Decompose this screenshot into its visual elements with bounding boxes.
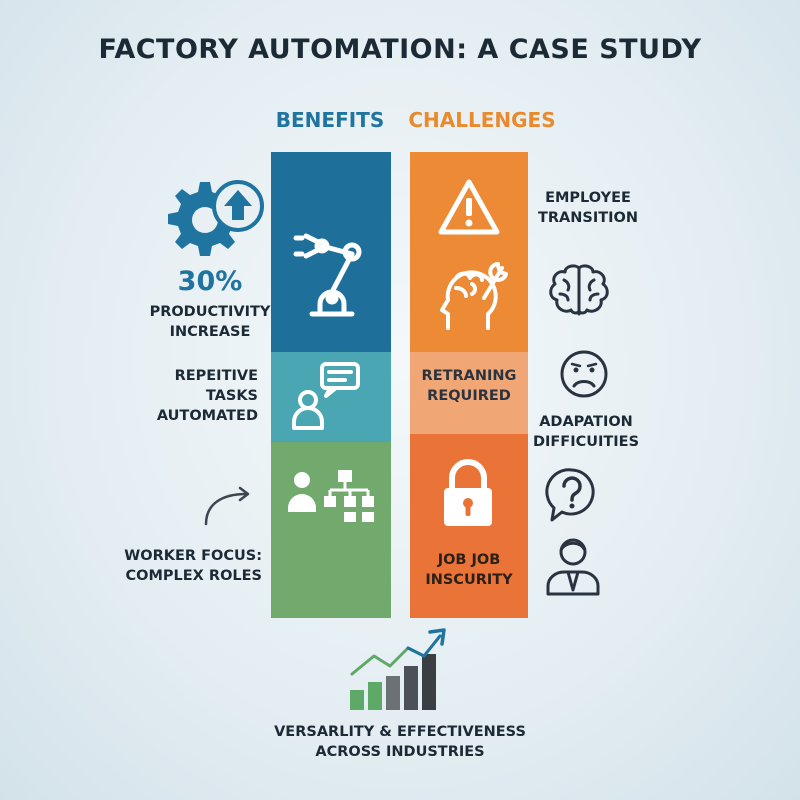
brain-icon [549,264,609,316]
footer-line-2: ACROSS INDUSTRIES [315,744,485,760]
retraining-line-1: RETRANING [421,368,517,384]
repetitive-label-line-2: TASKS [205,388,258,404]
question-bubble-icon [545,468,595,522]
challenges-heading: CHALLENGES [408,108,556,132]
brain-wrench-icon [440,262,508,330]
padlock-icon [444,459,492,526]
benefits-band-bottom [271,442,391,618]
job-insecurity-line-2: INSCURITY [425,572,513,588]
productivity-stat: 30% [177,266,243,297]
worker-focus-line-2: COMPLEX ROLES [125,568,262,584]
benefits-heading: BENEFITS [275,108,385,132]
curved-arrow-icon [204,486,250,526]
footer-line-1: VERSARLITY & EFFECTIVENESS [274,724,526,740]
person-tie-icon [546,538,600,596]
challenges-band-middle [410,352,528,434]
repetitive-label-line-1: REPEITIVE [174,368,258,384]
productivity-label-line-2: INCREASE [169,324,251,340]
robot-arm-icon [293,233,362,317]
productivity-label-line-1: PRODUCTIVITY [149,304,271,320]
employee-transition-line-1: EMPLOYEE [545,190,631,206]
user-org-chart-icon [288,470,374,522]
user-chat-icon [292,362,360,430]
benefits-band-top [271,152,391,352]
adaptation-line-2: DIFFICUITIES [532,434,640,450]
adaptation-line-1: ADAPATION [539,414,633,430]
repetitive-label-line-3: AUTOMATED [156,408,258,424]
page-title: FACTORY AUTOMATION: A CASE STUDY [98,34,702,65]
gear-arrow-up-icon [168,180,264,256]
sad-face-icon [560,350,608,398]
warning-triangle-icon [438,179,500,235]
employee-transition-line-2: TRANSITION [538,210,638,226]
growth-chart-icon [350,628,446,710]
worker-focus-line-1: WORKER FOCUS: [124,548,262,564]
job-insecurity-line-1: JOB JOB [437,552,501,568]
benefits-band-middle [271,352,391,442]
retraining-line-2: REQUIRED [427,388,511,404]
